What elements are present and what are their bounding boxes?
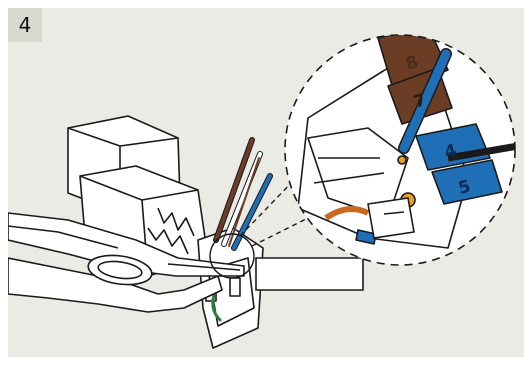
wire-termination-illustration: 8 7 4 5 xyxy=(8,8,524,357)
ethernet-cable xyxy=(256,258,363,290)
instruction-panel: 4 xyxy=(8,8,524,357)
